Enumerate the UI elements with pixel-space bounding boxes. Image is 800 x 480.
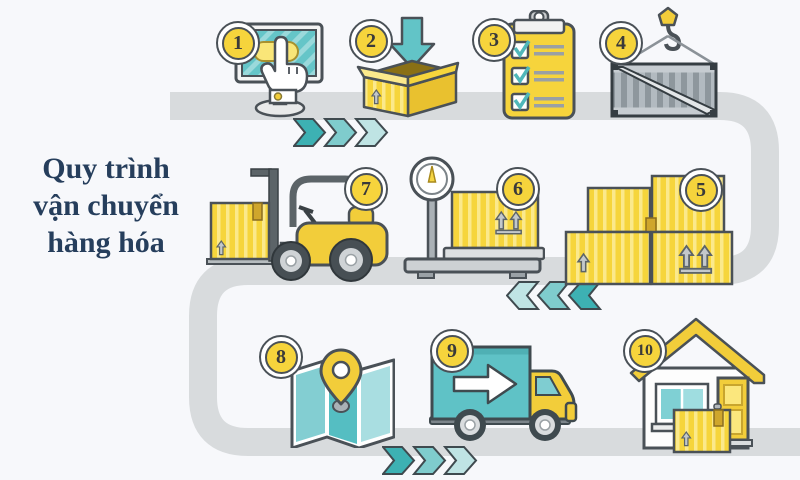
forklift-icon [206, 168, 389, 282]
step-badge-6: 6 [496, 167, 540, 211]
map-location-icon [290, 348, 395, 448]
step-badge-1: 1 [216, 21, 260, 65]
step-number: 9 [435, 334, 469, 368]
step-badge-7: 7 [344, 167, 388, 211]
delivery-truck-icon [429, 345, 578, 441]
step-badge-10: 10 [623, 329, 667, 373]
checklist-clipboard-icon [502, 10, 576, 120]
step-badge-8: 8 [259, 335, 303, 379]
step-number: 2 [354, 24, 388, 58]
step-number: 4 [604, 26, 638, 60]
title-line-2: vận chuyển [33, 189, 179, 222]
step-number: 10 [628, 334, 662, 368]
packing-box-icon [356, 16, 460, 118]
container-crane-icon [610, 6, 718, 118]
step-number: 5 [684, 173, 718, 207]
step-badge-4: 4 [599, 21, 643, 65]
step-number: 6 [501, 172, 535, 206]
chevron-arrows-left [506, 281, 602, 310]
title-line-3: hàng hóa [47, 226, 165, 259]
step-number: 7 [349, 172, 383, 206]
step-number: 8 [264, 340, 298, 374]
chevron-arrows-right-1 [293, 118, 389, 147]
step-badge-5: 5 [679, 168, 723, 212]
step-badge-3: 3 [472, 18, 516, 62]
step-badge-2: 2 [349, 19, 393, 63]
title-line-1: Quy trình [42, 152, 170, 185]
infographic-title: Quy trình vận chuyển hàng hóa [8, 150, 204, 261]
step-number: 1 [221, 26, 255, 60]
step-badge-9: 9 [430, 329, 474, 373]
house-delivery-icon [629, 317, 766, 454]
step-number: 3 [477, 23, 511, 57]
chevron-arrows-right-2 [382, 446, 478, 475]
